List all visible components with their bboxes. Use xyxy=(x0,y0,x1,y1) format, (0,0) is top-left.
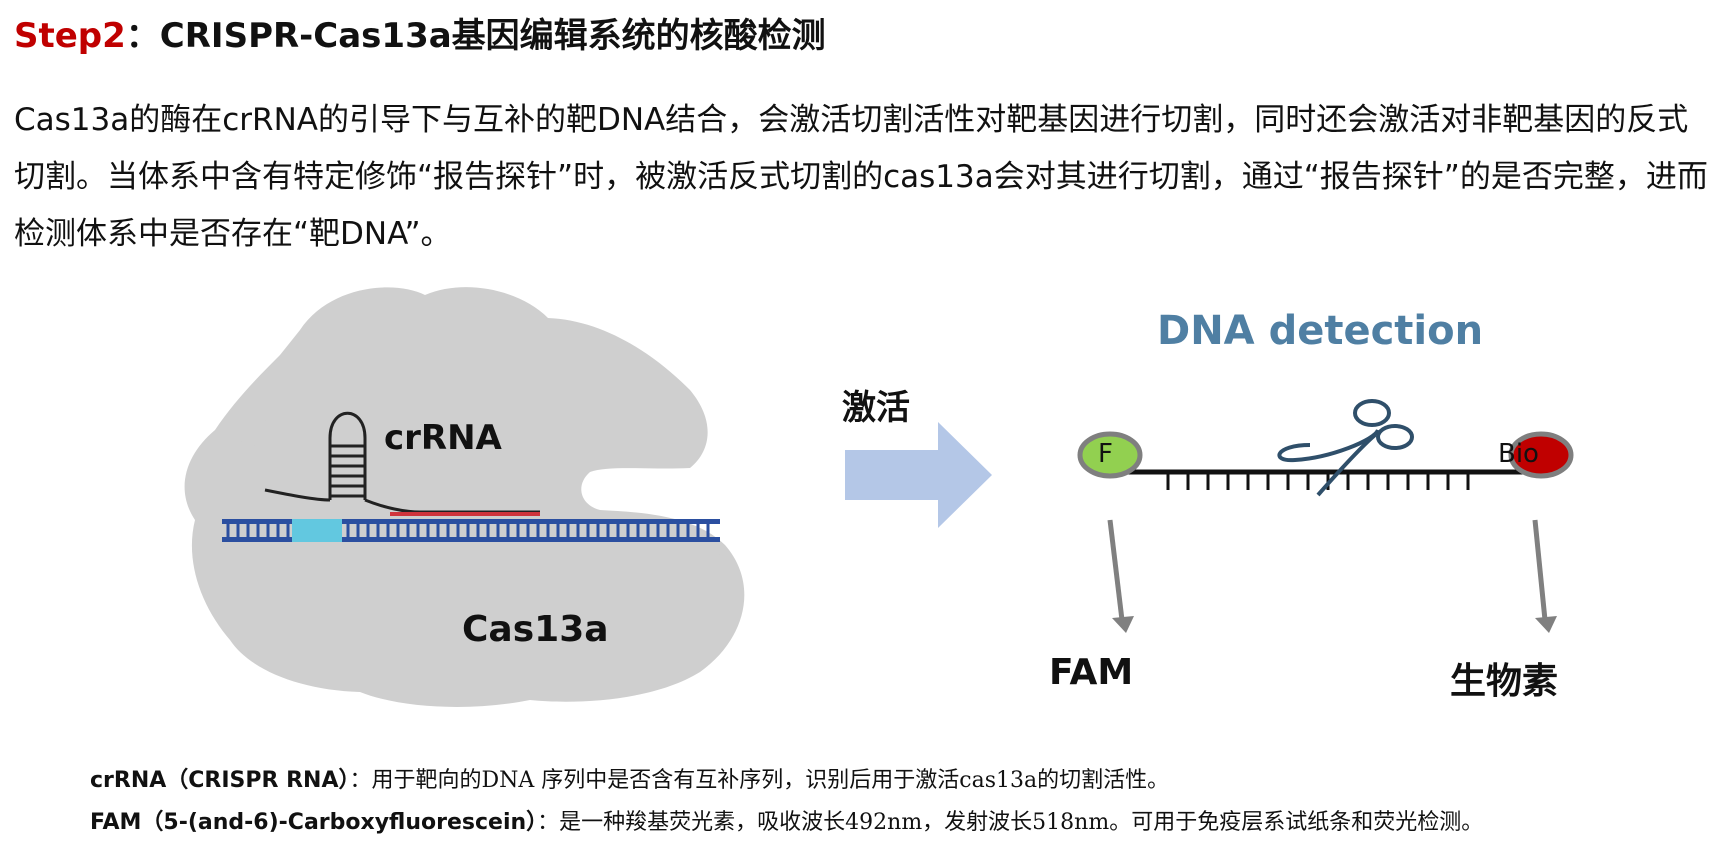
page-title: Step2：CRISPR-Cas13a基因编辑系统的核酸检测 xyxy=(14,8,826,57)
detection-title: DNA detection xyxy=(1157,308,1484,354)
fam-note: FAM（5-(and-6)-Carboxyfluorescein）：是一种羧基荧… xyxy=(90,804,1483,836)
intro-paragraph: Cas13a的酶在crRNA的引导下与互补的靶DNA结合，会激活切割活性对靶基因… xyxy=(14,102,1708,252)
crrna-note-desc: ：用于靶向的DNA 序列中是否含有互补序列，识别后用于激活cas13a的切割活性… xyxy=(349,768,1170,793)
cas13a-protein-blob xyxy=(184,287,745,707)
activation-arrow xyxy=(845,422,992,528)
scissors-icon xyxy=(1277,399,1414,497)
dna-rungs xyxy=(226,524,710,537)
crrna-note-term: crRNA（CRISPR RNA） xyxy=(90,768,350,793)
biotin-pointer-arrow xyxy=(1532,519,1557,633)
crrna-label: crRNA xyxy=(384,418,502,458)
reporter-probe xyxy=(1120,469,1530,490)
crrna-note: crRNA（CRISPR RNA）：用于靶向的DNA 序列中是否含有互补序列，识… xyxy=(90,762,1169,794)
fam-label: FAM xyxy=(1049,652,1134,693)
fam-note-term: FAM（5-(and-6)-Carboxyfluorescein） xyxy=(90,810,538,835)
f-marker-label: F xyxy=(1098,439,1113,469)
biotin-marker xyxy=(1508,431,1574,479)
fam-pointer-arrow xyxy=(1107,519,1134,633)
step-number: Step2 xyxy=(14,16,126,56)
fam-marker xyxy=(1077,431,1143,479)
blob-bump xyxy=(680,535,720,575)
cas13a-label: Cas13a xyxy=(462,609,609,650)
blob-bump xyxy=(237,414,269,446)
title-text: ：CRISPR-Cas13a基因编辑系统的核酸检测 xyxy=(125,16,826,56)
activate-label: 激活 xyxy=(842,388,910,428)
biotin-label: 生物素 xyxy=(1450,661,1559,702)
fam-note-desc: ：是一种羧基荧光素，吸收波长492nm，发射波长518nm。可用于免疫层系试纸条… xyxy=(537,810,1484,835)
bio-marker-label: Bio xyxy=(1498,439,1539,469)
